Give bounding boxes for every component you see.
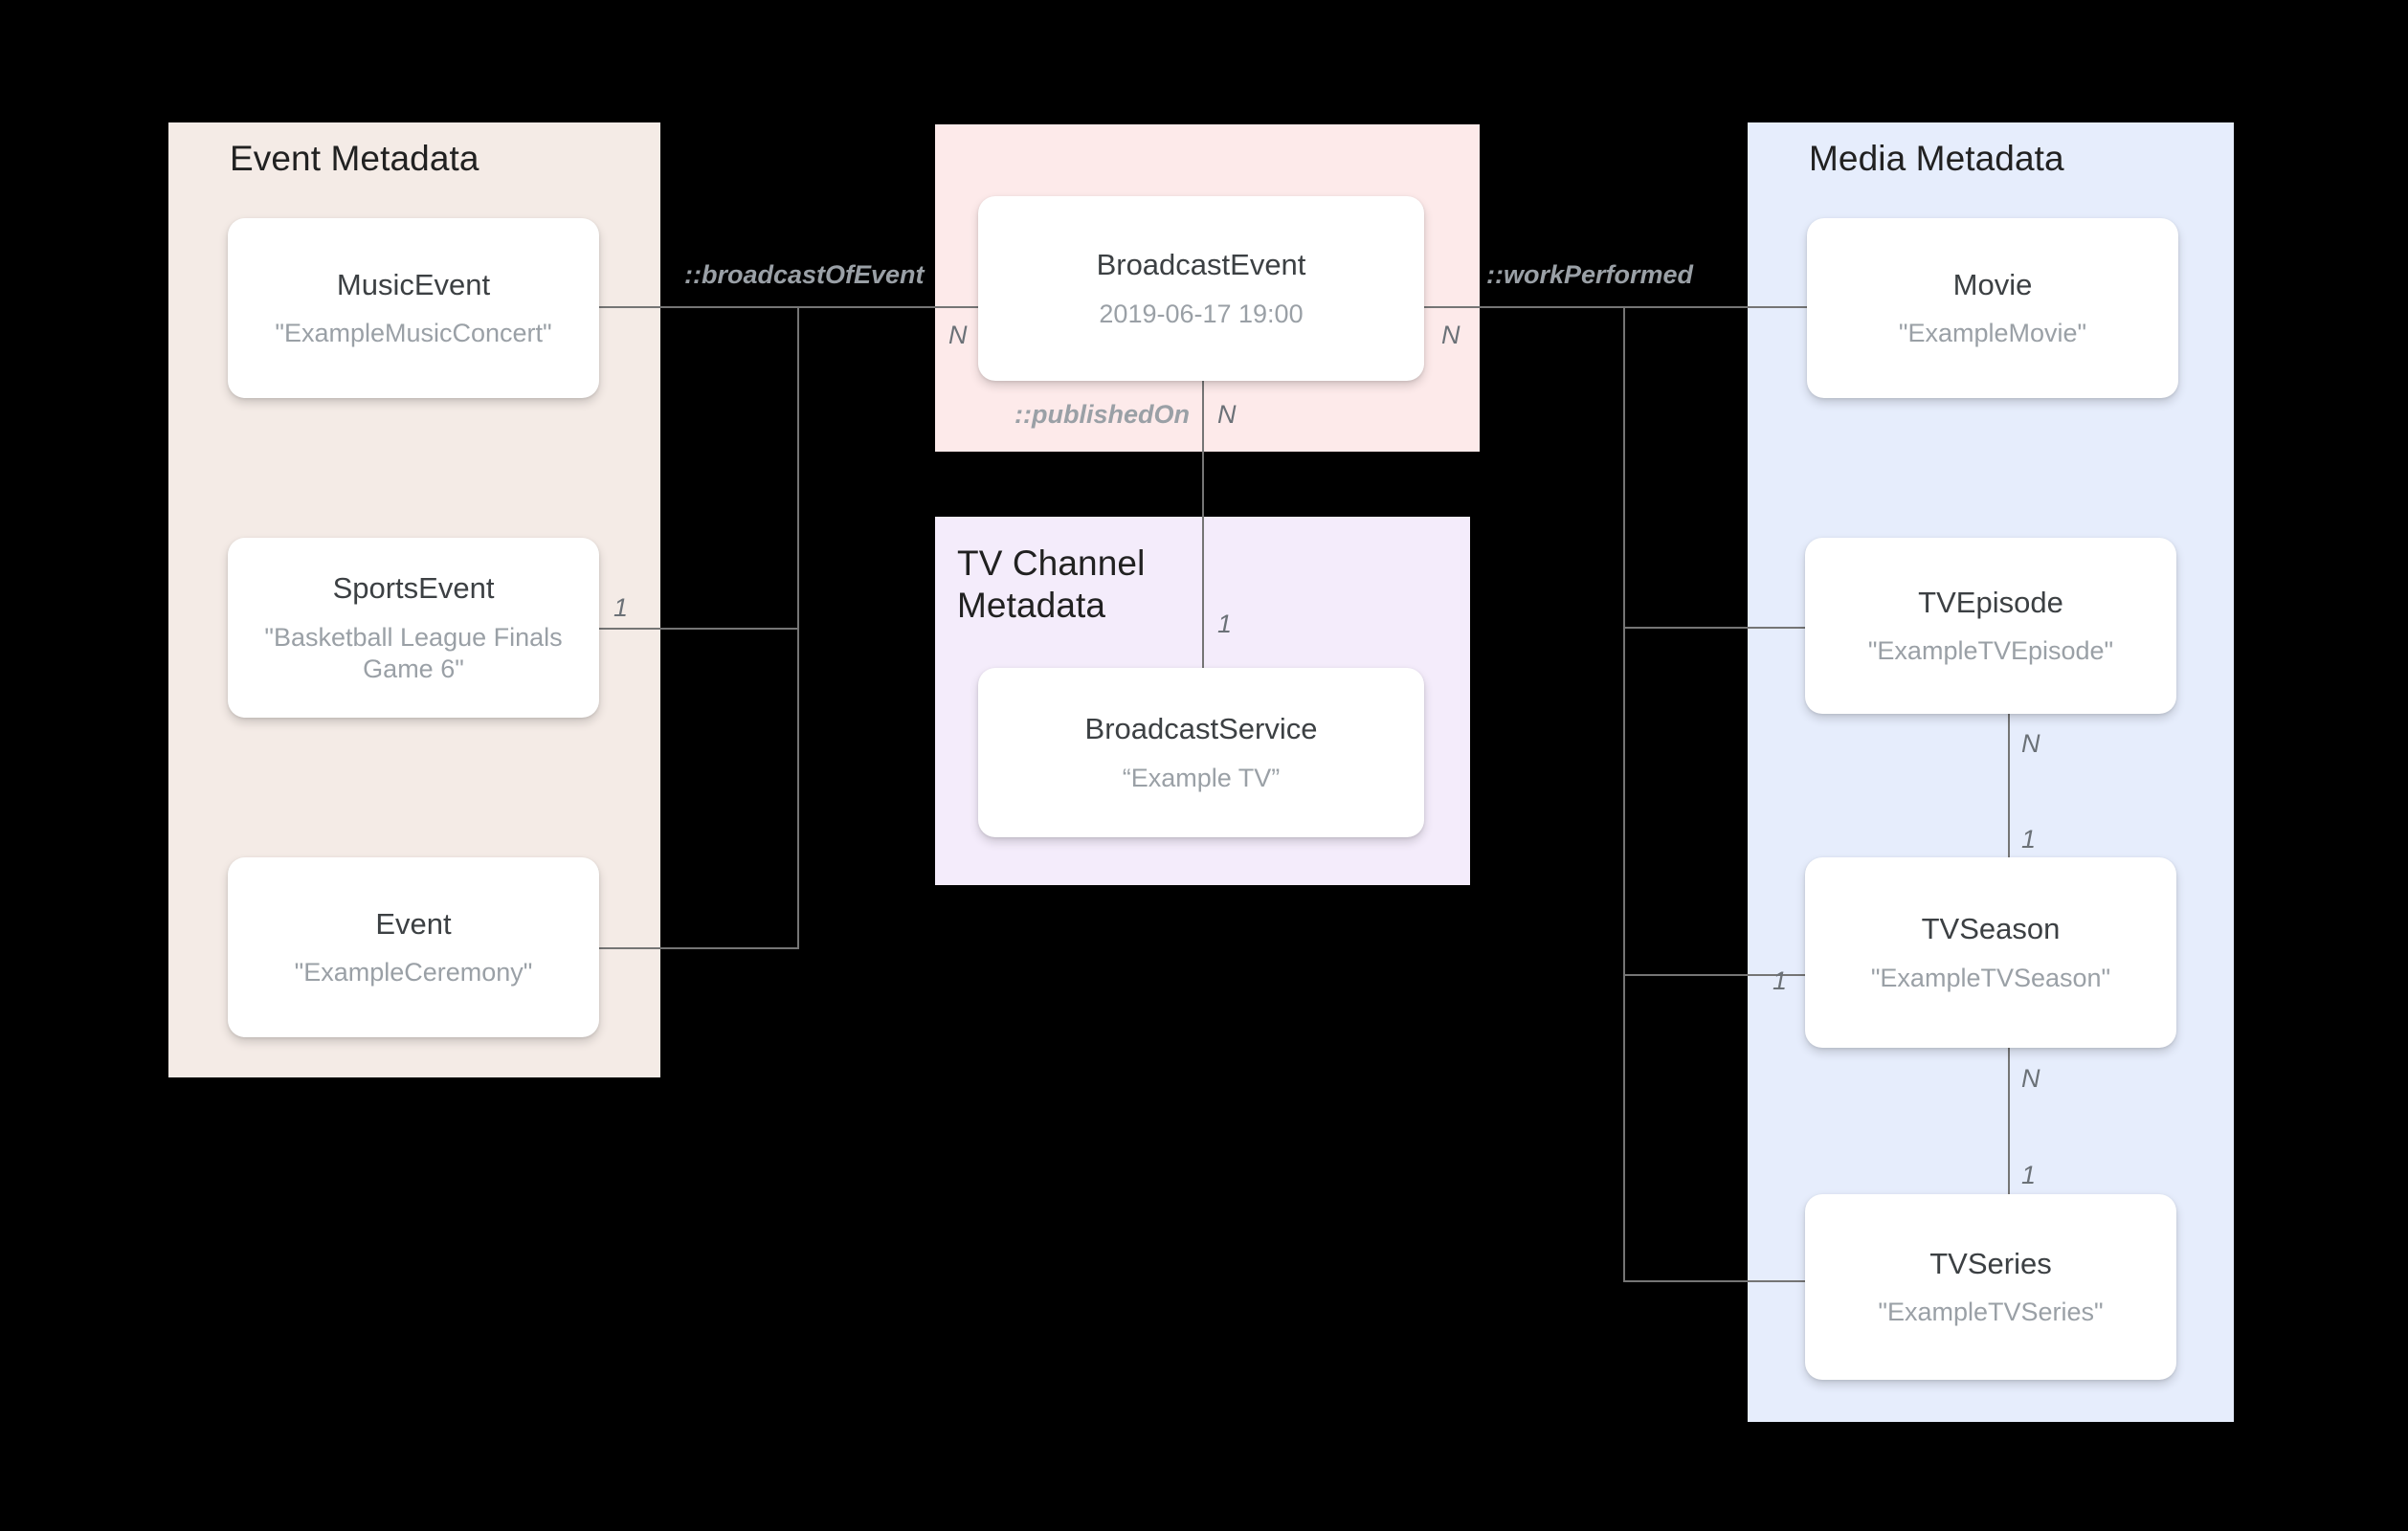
entity-type-tv-season: TVSeason <box>1921 912 2061 946</box>
entity-value-movie: "ExampleMovie" <box>1898 319 2087 348</box>
entity-value-tv-episode: "ExampleTVEpisode" <box>1867 636 2114 666</box>
entity-type-event: Event <box>375 906 452 941</box>
entity-type-broadcast-service: BroadcastService <box>1084 712 1318 746</box>
entity-value-broadcast-service: “Example TV” <box>1122 763 1281 792</box>
edge-label-broadcast-of-event: ::broadcastOfEvent <box>684 260 925 289</box>
connector-trunk-to-tv-series <box>1623 1280 1815 1282</box>
entity-value-broadcast-event: 2019-06-17 19:00 <box>1099 299 1304 328</box>
connector-work-performed-main <box>1409 306 1813 308</box>
multiplicity-tv-series-top: 1 <box>2021 1161 2037 1189</box>
entity-card-broadcast-service[interactable]: BroadcastService “Example TV” <box>978 668 1424 837</box>
entity-card-event[interactable]: Event "ExampleCeremony" <box>228 857 599 1037</box>
entity-type-music-event: MusicEvent <box>336 267 491 301</box>
multiplicity-broadcast-service-top: 1 <box>1217 610 1233 638</box>
entity-type-broadcast-event: BroadcastEvent <box>1096 248 1306 282</box>
group-title-tv-channel-metadata: TV Channel Metadata <box>957 544 1146 625</box>
connector-tv-season-to-tv-series <box>2008 1048 2010 1236</box>
group-title-event-metadata: Event Metadata <box>230 139 479 178</box>
connector-event-to-trunk <box>598 947 799 949</box>
entity-value-sports-event: "Basketball League Finals Game 6" <box>264 622 563 683</box>
entity-type-movie: Movie <box>1952 267 2033 301</box>
multiplicity-tv-episode-bottom: N <box>2021 729 2040 758</box>
multiplicity-broadcast-event-bottom: N <box>1217 400 1237 429</box>
connector-published-on <box>1202 381 1204 668</box>
multiplicity-tv-season-left: 1 <box>1773 966 1788 995</box>
entity-card-tv-episode[interactable]: TVEpisode "ExampleTVEpisode" <box>1805 538 2176 714</box>
edge-label-work-performed: ::workPerformed <box>1486 260 1694 289</box>
connector-sports-event-to-trunk <box>598 628 799 630</box>
edge-label-published-on: ::publishedOn <box>1014 400 1190 429</box>
connector-event-group-trunk <box>797 306 799 949</box>
multiplicity-sports-event-right: 1 <box>613 593 629 622</box>
multiplicity-broadcast-event-right: N <box>1441 321 1460 349</box>
connector-music-event-to-trunk <box>598 306 799 308</box>
connector-trunk-to-tv-season <box>1623 974 1815 976</box>
connector-trunk-to-tv-episode <box>1623 627 1815 629</box>
entity-value-tv-series: "ExampleTVSeries" <box>1878 1298 2104 1327</box>
entity-card-broadcast-event[interactable]: BroadcastEvent 2019-06-17 19:00 <box>978 196 1424 381</box>
entity-type-tv-episode: TVEpisode <box>1918 585 2063 619</box>
entity-card-tv-series[interactable]: TVSeries "ExampleTVSeries" <box>1805 1194 2176 1380</box>
connector-tv-episode-to-tv-season <box>2008 713 2010 904</box>
multiplicity-broadcast-event-left: N <box>948 321 968 349</box>
group-title-media-metadata: Media Metadata <box>1809 139 2064 178</box>
entity-type-sports-event: SportsEvent <box>332 571 495 606</box>
entity-value-tv-season: "ExampleTVSeason" <box>1870 963 2111 992</box>
entity-card-tv-season[interactable]: TVSeason "ExampleTVSeason" <box>1805 857 2176 1048</box>
multiplicity-tv-season-top: 1 <box>2021 825 2037 854</box>
connector-media-group-trunk <box>1623 306 1625 1281</box>
entity-value-music-event: "ExampleMusicConcert" <box>275 319 552 348</box>
entity-card-sports-event[interactable]: SportsEvent "Basketball League Finals Ga… <box>228 538 599 718</box>
multiplicity-tv-season-bottom: N <box>2021 1064 2040 1093</box>
entity-card-music-event[interactable]: MusicEvent "ExampleMusicConcert" <box>228 218 599 398</box>
entity-type-tv-series: TVSeries <box>1929 1246 2052 1280</box>
entity-card-movie[interactable]: Movie "ExampleMovie" <box>1807 218 2178 398</box>
entity-value-event: "ExampleCeremony" <box>294 958 533 987</box>
connector-trunk-to-movie <box>1623 306 1815 308</box>
connector-broadcast-of-event-main <box>797 306 1008 308</box>
